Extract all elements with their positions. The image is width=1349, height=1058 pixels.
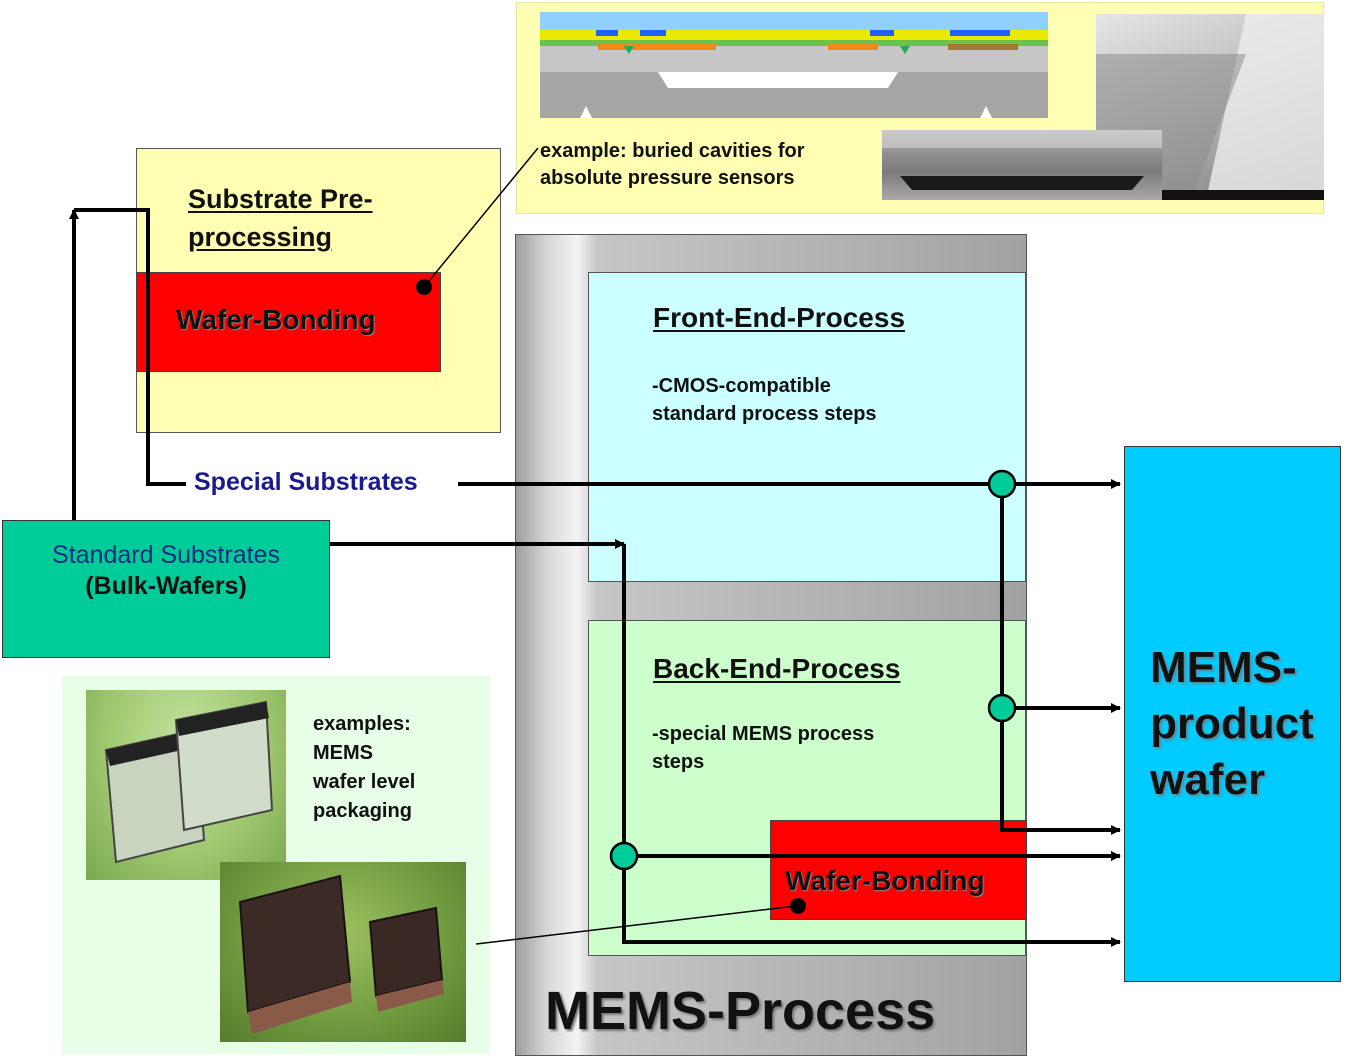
wafer-bonding-backend-box [770,820,1027,920]
packaging-photo-bottom [220,862,466,1042]
description-line: -special MEMS process [652,723,875,745]
connector-special-down [1000,484,1121,835]
callout-dot-wafer-bonding-bottom [790,898,806,914]
callout-line-packaging [475,905,797,945]
substrate-preprocessing-title: Substrate Pre- processing [188,180,373,256]
mems-product-wafer-label: MEMS- product wafer [1150,640,1314,808]
junction-node-special [987,469,1017,499]
product-label-line: MEMS- [1150,643,1297,692]
front-end-process-box [588,272,1026,582]
product-label-line: wafer [1150,755,1265,804]
junction-node-backend [987,693,1017,723]
mems-product-wafer-box [1124,446,1341,982]
connector-process-down [622,544,1121,947]
title-line: Substrate Pre- [188,184,373,214]
caption-line: absolute pressure sensors [540,167,795,189]
callout-line-buried-cavities [423,147,539,288]
special-substrates-label: Special Substrates [190,468,422,497]
sem-buried-cavity-image [882,130,1162,200]
mems-process-label: MEMS-Process [545,981,936,1041]
buried-cavities-caption: example: buried cavities for absolute pr… [540,138,880,192]
front-end-process-description: -CMOS-compatible standard process steps [652,372,877,428]
caption-line: MEMS [313,742,373,764]
wafer-bonding-preprocessing-box [136,272,441,372]
caption-line: packaging [313,800,412,822]
caption-line: wafer level [313,771,416,793]
cross-section-illustration [540,12,1048,118]
bulk-wafers-label: (Bulk-Wafers) [85,572,247,600]
callout-dot-wafer-bonding-top [416,279,432,295]
standard-substrates-label: Standard Substrates [52,541,280,569]
caption-line: examples: [313,713,411,735]
wafer-bonding-backend-label: Wafer-Bonding [785,865,985,896]
packaging-photo-top [86,690,286,880]
description-line: steps [652,751,705,773]
description-line: -CMOS-compatible [652,375,831,397]
caption-line: example: buried cavities for [540,140,805,162]
junction-node-process [609,841,639,871]
standard-substrates-box: Standard Substrates (Bulk-Wafers) [2,520,330,658]
packaging-example-caption: examples: MEMS wafer level packaging [313,710,415,826]
wafer-bonding-preprocessing-label: Wafer-Bonding [176,304,376,335]
back-end-process-description: -special MEMS process steps [652,720,874,776]
back-end-process-title: Back-End-Process [653,653,901,684]
description-line: standard process steps [652,403,877,425]
front-end-process-title: Front-End-Process [653,302,906,333]
connector-preprocessing-top [74,208,186,486]
product-label-line: product [1150,699,1314,748]
title-line: processing [188,222,333,252]
